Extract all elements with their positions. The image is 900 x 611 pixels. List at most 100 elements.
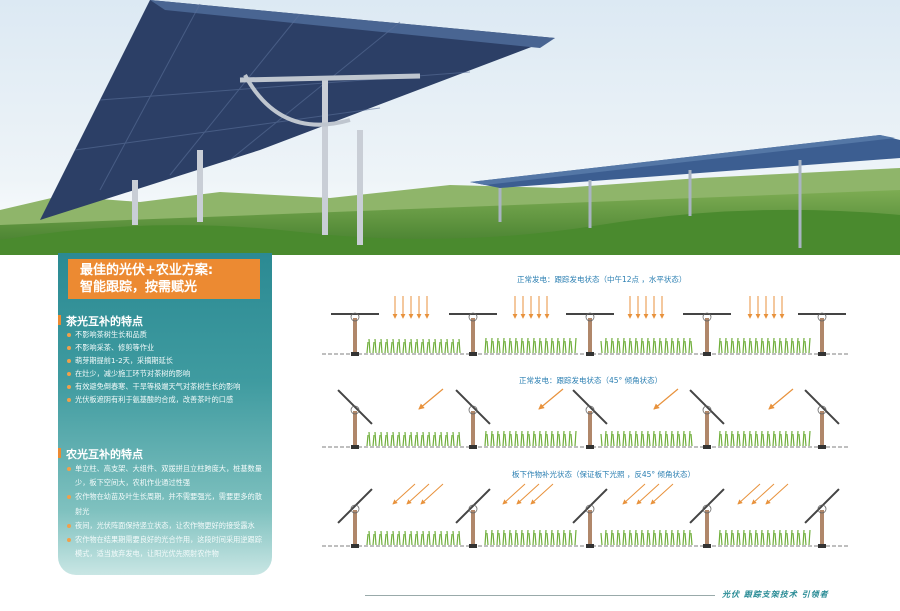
crop-row-icon bbox=[766, 529, 769, 546]
crop-row-icon bbox=[428, 530, 431, 546]
crop-row-icon bbox=[372, 341, 375, 354]
tracker-post bbox=[705, 510, 709, 546]
sun-arrow-icon bbox=[516, 483, 540, 505]
crop-row-icon bbox=[450, 533, 453, 546]
crop-row-icon bbox=[502, 430, 505, 447]
crop-row-icon bbox=[774, 532, 777, 546]
post-base bbox=[469, 544, 477, 548]
crop-row-icon bbox=[718, 430, 721, 447]
sun-arrow-icon bbox=[420, 483, 444, 505]
crop-row-icon bbox=[508, 430, 511, 447]
crop-row-icon bbox=[634, 529, 637, 546]
hero-photo bbox=[0, 0, 900, 255]
crop-row-icon bbox=[756, 340, 759, 354]
crop-row-icon bbox=[384, 341, 387, 354]
crop-row-icon bbox=[426, 533, 429, 546]
tracker-panel-icon bbox=[455, 488, 491, 524]
crop-row-icon bbox=[768, 433, 771, 447]
list-item: 有效避免倒春寒、干旱等极端天气对茶树生长的影响 bbox=[66, 380, 266, 393]
crop-row-icon bbox=[630, 340, 633, 354]
list-item: 光伏板遮阴有利于氨基酸的合成，改善茶叶的口感 bbox=[66, 393, 266, 406]
crop-row-icon bbox=[768, 340, 771, 354]
crop-row-icon bbox=[756, 433, 759, 447]
crop-row-icon bbox=[514, 529, 517, 546]
crop-row-icon bbox=[502, 337, 505, 354]
crop-row-icon bbox=[618, 433, 621, 447]
crop-row-icon bbox=[438, 434, 441, 447]
crop-row-icon bbox=[690, 340, 693, 354]
crop-row-icon bbox=[796, 337, 799, 354]
crop-row-icon bbox=[676, 529, 679, 546]
crop-row-icon bbox=[544, 529, 547, 546]
crop-row-icon bbox=[658, 337, 661, 354]
crop-row-icon bbox=[750, 340, 753, 354]
crop-row-icon bbox=[404, 338, 407, 354]
crop-row-icon bbox=[772, 529, 775, 546]
crop-row-icon bbox=[726, 433, 729, 447]
farm-feature-list: 单立柱、高支架、大组件、双拨拼且立柱跨度大，桩基数量少，板下空间大，农机作业通过… bbox=[66, 462, 266, 561]
crop-row-icon bbox=[682, 337, 685, 354]
crop-row-icon bbox=[532, 337, 535, 354]
crop-row-icon bbox=[660, 532, 663, 546]
crop-row-icon bbox=[730, 337, 733, 354]
crop-row-icon bbox=[444, 434, 447, 447]
crop-row-icon bbox=[366, 434, 369, 447]
crop-row-icon bbox=[648, 340, 651, 354]
crop-row-icon bbox=[534, 532, 537, 546]
crop-row-icon bbox=[636, 433, 639, 447]
crop-row-icon bbox=[720, 532, 723, 546]
crop-row-icon bbox=[666, 340, 669, 354]
crop-row-icon bbox=[676, 430, 679, 447]
crop-row-icon bbox=[490, 337, 493, 354]
crop-row-icon bbox=[490, 529, 493, 546]
crop-row-icon bbox=[718, 529, 721, 546]
crop-row-icon bbox=[458, 530, 461, 546]
crop-row-icon bbox=[574, 529, 577, 546]
crop-row-icon bbox=[534, 340, 537, 354]
crop-row-icon bbox=[414, 533, 417, 546]
sun-arrow-icon bbox=[406, 483, 430, 505]
tracker-post bbox=[471, 510, 475, 546]
crop-row-icon bbox=[720, 340, 723, 354]
crop-row-icon bbox=[622, 337, 625, 354]
tracker-pivot bbox=[350, 405, 360, 415]
crop-row-icon bbox=[504, 433, 507, 447]
crop-row-icon bbox=[574, 430, 577, 447]
crop-row-icon bbox=[646, 430, 649, 447]
crop-row-icon bbox=[384, 533, 387, 546]
crop-row-icon bbox=[760, 337, 763, 354]
crop-row-icon bbox=[670, 337, 673, 354]
crop-row-icon bbox=[610, 430, 613, 447]
crop-row-icon bbox=[618, 532, 621, 546]
crop-row-icon bbox=[368, 338, 371, 354]
crop-row-icon bbox=[408, 434, 411, 447]
crop-row-icon bbox=[496, 529, 499, 546]
crop-row-icon bbox=[380, 530, 383, 546]
farm-section-title: 农光互补的特点 bbox=[58, 448, 143, 461]
crop-row-icon bbox=[544, 430, 547, 447]
crop-row-icon bbox=[606, 340, 609, 354]
crop-row-icon bbox=[510, 433, 513, 447]
crop-row-icon bbox=[398, 530, 401, 546]
crop-row-icon bbox=[744, 340, 747, 354]
crop-row-icon bbox=[552, 340, 555, 354]
tracker-panel-icon bbox=[804, 488, 840, 524]
list-item: 单立柱、高支架、大组件、双拨拼且立柱跨度大，桩基数量少，板下空间大，农机作业通过… bbox=[66, 462, 266, 490]
crop-row-icon bbox=[440, 338, 443, 354]
crop-row-icon bbox=[404, 530, 407, 546]
tracker-pivot bbox=[702, 405, 712, 415]
sun-arrow-icon bbox=[418, 388, 444, 410]
crop-row-icon bbox=[628, 529, 631, 546]
crop-row-icon bbox=[796, 529, 799, 546]
tracker-post bbox=[588, 510, 592, 546]
crop-row-icon bbox=[744, 532, 747, 546]
crop-row-icon bbox=[452, 530, 455, 546]
crop-row-icon bbox=[726, 532, 729, 546]
crop-row-icon bbox=[736, 430, 739, 447]
crop-row-icon bbox=[684, 433, 687, 447]
tracker-pivot bbox=[468, 504, 478, 514]
crop-row-icon bbox=[684, 340, 687, 354]
tracker-pivot bbox=[817, 312, 827, 322]
crop-row-icon bbox=[790, 529, 793, 546]
crop-row-icon bbox=[604, 337, 607, 354]
